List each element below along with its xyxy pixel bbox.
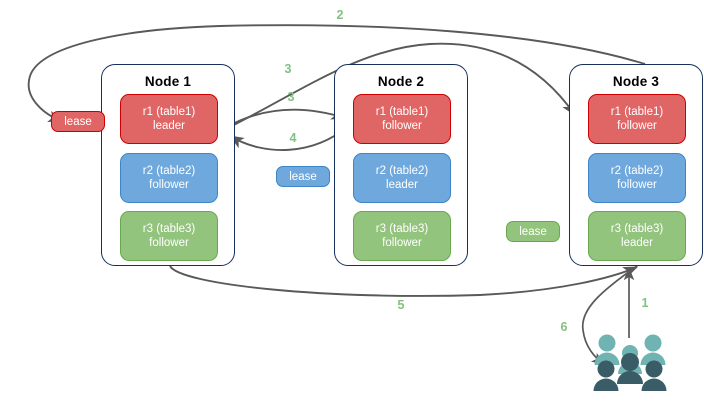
node-title: Node 2 bbox=[377, 74, 425, 89]
replica-r2-node3[interactable]: r2 (table2) follower bbox=[588, 153, 686, 203]
replica-r3-node2[interactable]: r3 (table3) follower bbox=[353, 211, 451, 261]
replica-r2-node1[interactable]: r2 (table2) follower bbox=[120, 153, 218, 203]
replica-name: r1 (table1) bbox=[142, 106, 196, 118]
step-label-2: 2 bbox=[336, 8, 344, 22]
step-label-1: 1 bbox=[641, 296, 649, 310]
replica-role: follower bbox=[382, 120, 422, 132]
lease-badge-green[interactable]: lease bbox=[506, 221, 560, 242]
replica-role: leader bbox=[621, 237, 653, 249]
lease-badge-red[interactable]: lease bbox=[51, 111, 105, 132]
node-box-node1[interactable]: Node 1 r1 (table1) leader r2 (table2) fo… bbox=[101, 64, 235, 266]
replica-role: leader bbox=[153, 120, 185, 132]
replica-role: follower bbox=[617, 120, 657, 132]
replica-r3-node3[interactable]: r3 (table3) leader bbox=[588, 211, 686, 261]
edge-5-path bbox=[169, 265, 639, 297]
node-title: Node 1 bbox=[144, 74, 192, 89]
replica-r2-node2[interactable]: r2 (table2) leader bbox=[353, 153, 451, 203]
replica-role: leader bbox=[386, 179, 418, 191]
node-title: Node 3 bbox=[612, 74, 660, 89]
node-box-node2[interactable]: Node 2 r1 (table1) follower r2 (table2) … bbox=[334, 64, 468, 266]
replica-name: r3 (table3) bbox=[142, 223, 196, 235]
edge-3-short-path bbox=[224, 108, 347, 129]
step-label-6: 6 bbox=[560, 320, 568, 334]
step-label-3a: 3 bbox=[284, 62, 292, 76]
replica-role: follower bbox=[382, 237, 422, 249]
replica-r1-node2[interactable]: r1 (table1) follower bbox=[353, 94, 451, 144]
replica-name: r2 (table2) bbox=[375, 165, 429, 177]
replica-role: follower bbox=[149, 237, 189, 249]
replica-r1-node1[interactable]: r1 (table1) leader bbox=[120, 94, 218, 144]
users-icon bbox=[592, 330, 668, 392]
replica-role: follower bbox=[617, 179, 657, 191]
replica-r3-node1[interactable]: r3 (table3) follower bbox=[120, 211, 218, 261]
replica-name: r1 (table1) bbox=[375, 106, 429, 118]
replica-name: r3 (table3) bbox=[610, 223, 664, 235]
step-label-4: 4 bbox=[289, 131, 297, 145]
replica-r1-node3[interactable]: r1 (table1) follower bbox=[588, 94, 686, 144]
replica-name: r2 (table2) bbox=[142, 165, 196, 177]
node-box-node3[interactable]: Node 3 r1 (table1) follower r2 (table2) … bbox=[569, 64, 703, 266]
lease-badge-blue[interactable]: lease bbox=[276, 166, 330, 187]
step-label-3b: 3 bbox=[287, 90, 295, 104]
replica-role: follower bbox=[149, 179, 189, 191]
replica-name: r1 (table1) bbox=[610, 106, 664, 118]
step-label-5: 5 bbox=[397, 298, 405, 312]
replica-name: r2 (table2) bbox=[610, 165, 664, 177]
replica-name: r3 (table3) bbox=[375, 223, 429, 235]
